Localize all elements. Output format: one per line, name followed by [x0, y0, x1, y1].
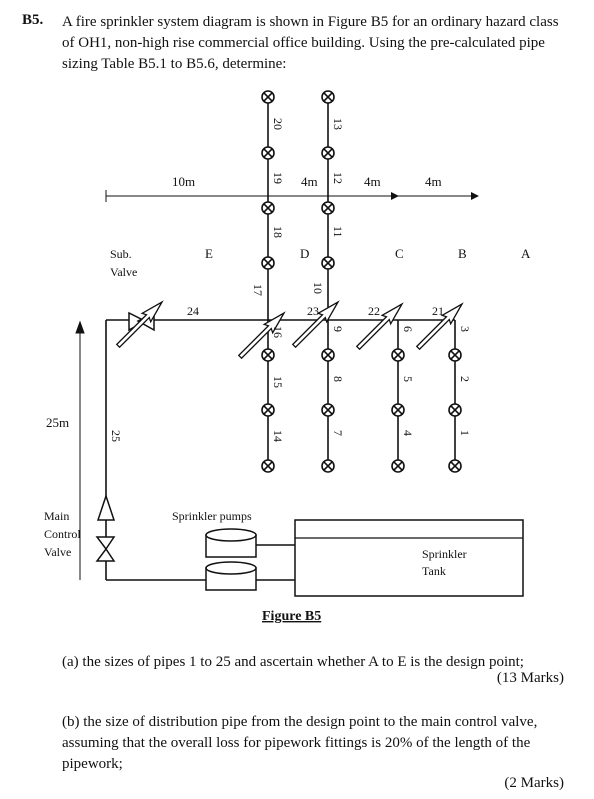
svg-text:8: 8	[331, 376, 345, 382]
svg-text:24: 24	[187, 304, 199, 318]
point-a: A	[521, 246, 531, 261]
svg-text:Control: Control	[44, 527, 81, 541]
sprinkler-heads	[261, 90, 462, 473]
svg-text:13: 13	[331, 118, 345, 130]
dim-4m-1: 4m	[301, 174, 318, 189]
svg-text:17: 17	[251, 284, 265, 296]
svg-text:21: 21	[432, 304, 444, 318]
svg-text:22: 22	[368, 304, 380, 318]
figure-caption: Figure B5	[262, 609, 321, 624]
svg-text:Tank: Tank	[422, 564, 446, 578]
svg-text:12: 12	[331, 172, 345, 184]
sprinkler-tank-icon	[294, 519, 524, 597]
point-c: C	[395, 246, 404, 261]
svg-text:18: 18	[271, 226, 285, 238]
svg-text:4: 4	[401, 430, 415, 436]
svg-text:23: 23	[307, 304, 319, 318]
sub-valve-label-1: Sub.	[110, 247, 132, 261]
svg-text:3: 3	[458, 326, 472, 332]
svg-text:19: 19	[271, 172, 285, 184]
svg-text:2: 2	[458, 376, 472, 382]
part-b-marks: (2 Marks)	[504, 775, 564, 791]
dim-4m-3: 4m	[425, 174, 442, 189]
svg-text:10: 10	[311, 282, 325, 294]
main-control-valve-icon	[95, 493, 116, 562]
svg-text:Main: Main	[44, 509, 69, 523]
svg-text:9: 9	[331, 326, 345, 332]
svg-text:1: 1	[458, 430, 472, 436]
sub-valve-label-2: Valve	[110, 265, 137, 279]
svg-text:5: 5	[401, 376, 415, 382]
svg-text:16: 16	[271, 326, 285, 338]
svg-text:14: 14	[271, 430, 285, 442]
svg-text:6: 6	[401, 326, 415, 332]
svg-text:Valve: Valve	[44, 545, 71, 559]
dim-4m-2: 4m	[364, 174, 381, 189]
svg-text:Sprinkler pumps: Sprinkler pumps	[172, 509, 252, 523]
svg-text:11: 11	[331, 226, 345, 238]
svg-text:20: 20	[271, 118, 285, 130]
dim-10m: 10m	[172, 174, 195, 189]
svg-text:15: 15	[271, 376, 285, 388]
sprinkler-pumps-icon	[205, 528, 257, 591]
svg-text:Sprinkler: Sprinkler	[422, 547, 467, 561]
part-a-marks: (13 Marks)	[496, 670, 564, 686]
part-a-text: (a) the sizes of pipes 1 to 25 and ascer…	[62, 654, 524, 670]
question-text: A fire sprinkler system diagram is shown…	[62, 14, 559, 72]
point-b: B	[458, 246, 467, 261]
svg-text:7: 7	[331, 430, 345, 436]
question-number: B5.	[22, 12, 44, 28]
point-e: E	[205, 246, 213, 261]
dim-25m: 25m	[46, 415, 69, 430]
part-b-text: (b) the size of distribution pipe from t…	[62, 714, 538, 772]
point-d: D	[300, 246, 309, 261]
svg-text:25: 25	[109, 430, 123, 442]
